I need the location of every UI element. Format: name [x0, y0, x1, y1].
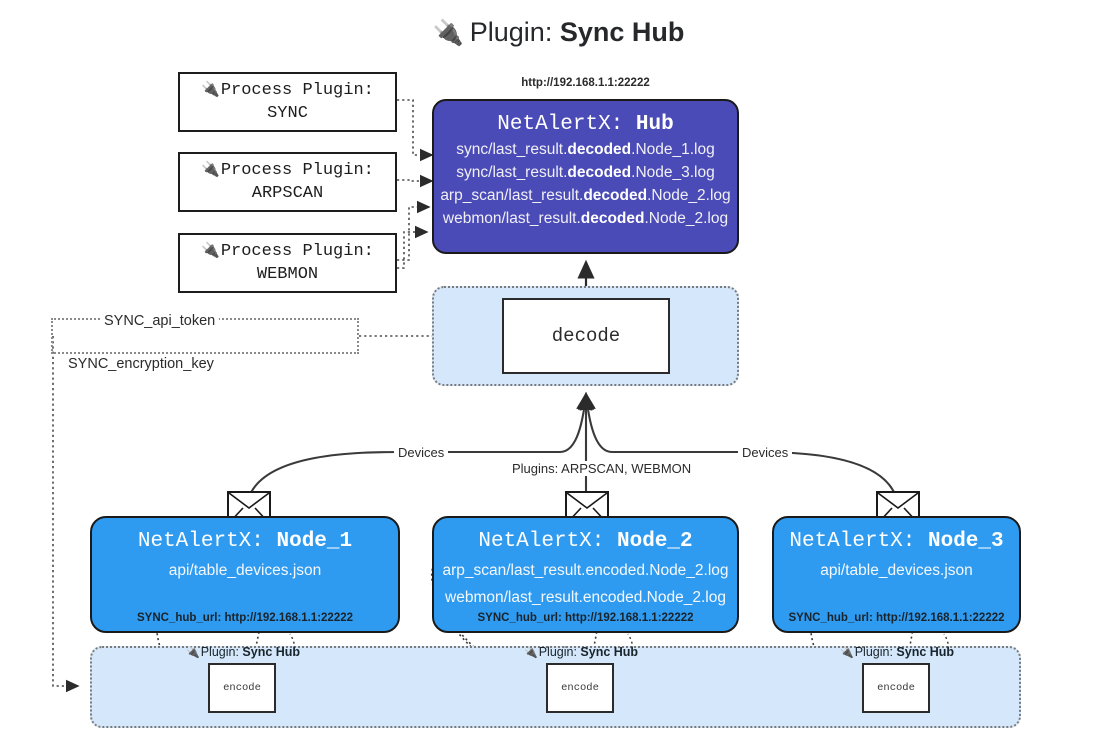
encode-box-3[interactable]: encode [862, 663, 930, 713]
process-plugin-arpscan[interactable]: 🔌Process Plugin: ARPSCAN [178, 152, 397, 212]
page-title: 🔌Plugin: Sync Hub [0, 16, 1117, 48]
encode-box-1[interactable]: encode [208, 663, 276, 713]
node-1-title: NetAlertX: Node_1 [137, 530, 353, 553]
page-title-prefix: Plugin: [469, 17, 553, 47]
process-plugin-webmon-label: Process Plugin: [220, 241, 374, 261]
page-title-name: Sync Hub [559, 17, 685, 47]
plug-icon: 🔌 [201, 159, 220, 178]
hub-log-3: arp_scan/last_result.decoded.Node_2.log [440, 187, 731, 204]
hub-title: NetAlertX: Hub [434, 113, 737, 136]
plug-icon: 🔌 [432, 19, 464, 47]
node-1-line-1: api/table_devices.json [168, 562, 322, 579]
node-3-line-1: api/table_devices.json [820, 562, 973, 579]
process-plugin-sync-label: Process Plugin: [220, 80, 374, 100]
hub-url-label: http://192.168.1.1:22222 [521, 77, 650, 89]
hub-title-name: Hub [635, 113, 674, 136]
edge-label-devices-right: Devices [738, 445, 793, 460]
plug-icon: 🔌 [524, 647, 538, 659]
plug-icon: 🔌 [201, 240, 220, 259]
encode-3-plugin-label: 🔌Plugin: Sync Hub [840, 645, 955, 659]
node-2[interactable]: NetAlertX: Node_2 arp_scan/last_result.e… [432, 516, 739, 633]
node-2-line-2: webmon/last_result.encoded.Node_2.log [445, 589, 726, 606]
hub-log-2: sync/last_result.decoded.Node_3.log [456, 164, 715, 181]
sync-api-token-label: SYNC_api_token [100, 313, 220, 329]
hub-log-4: webmon/last_result.decoded.Node_2.log [442, 210, 729, 227]
node-3-hub-url: SYNC_hub_url: http://192.168.1.1:22222 [788, 612, 1005, 624]
process-plugin-webmon[interactable]: 🔌Process Plugin: WEBMON [178, 233, 397, 293]
hub-node[interactable]: NetAlertX: Hub sync/last_result.decoded.… [432, 99, 739, 254]
node-1[interactable]: NetAlertX: Node_1 api/table_devices.json… [90, 516, 400, 633]
process-plugin-arpscan-label: Process Plugin: [220, 160, 374, 180]
plug-icon: 🔌 [840, 647, 854, 659]
process-plugin-webmon-value: WEBMON [256, 264, 319, 284]
decode-box[interactable]: decode [502, 298, 670, 374]
plug-icon: 🔌 [186, 647, 200, 659]
plug-icon: 🔌 [201, 79, 220, 98]
node-2-title: NetAlertX: Node_2 [478, 530, 693, 553]
encode-1-plugin-label: 🔌Plugin: Sync Hub [186, 645, 301, 659]
encode-2-plugin-label: 🔌Plugin: Sync Hub [524, 645, 639, 659]
encode-box-2[interactable]: encode [546, 663, 614, 713]
edge-label-plugins: Plugins: ARPSCAN, WEBMON [508, 461, 696, 476]
process-plugin-arpscan-value: ARPSCAN [251, 183, 324, 203]
node-3-title: NetAlertX: Node_3 [789, 530, 1004, 553]
node-3[interactable]: NetAlertX: Node_3 api/table_devices.json… [772, 516, 1021, 633]
sync-encryption-key-label: SYNC_encryption_key [64, 356, 218, 372]
node-2-hub-url: SYNC_hub_url: http://192.168.1.1:22222 [477, 612, 694, 624]
hub-log-1: sync/last_result.decoded.Node_1.log [456, 141, 715, 158]
process-plugin-sync-value: SYNC [267, 103, 308, 123]
process-plugin-sync[interactable]: 🔌Process Plugin: SYNC [178, 72, 397, 132]
edge-label-devices-left: Devices [394, 445, 449, 460]
node-1-hub-url: SYNC_hub_url: http://192.168.1.1:22222 [136, 612, 354, 624]
hub-title-prefix: NetAlertX: [497, 113, 624, 136]
node-2-line-1: arp_scan/last_result.encoded.Node_2.log [442, 562, 729, 579]
